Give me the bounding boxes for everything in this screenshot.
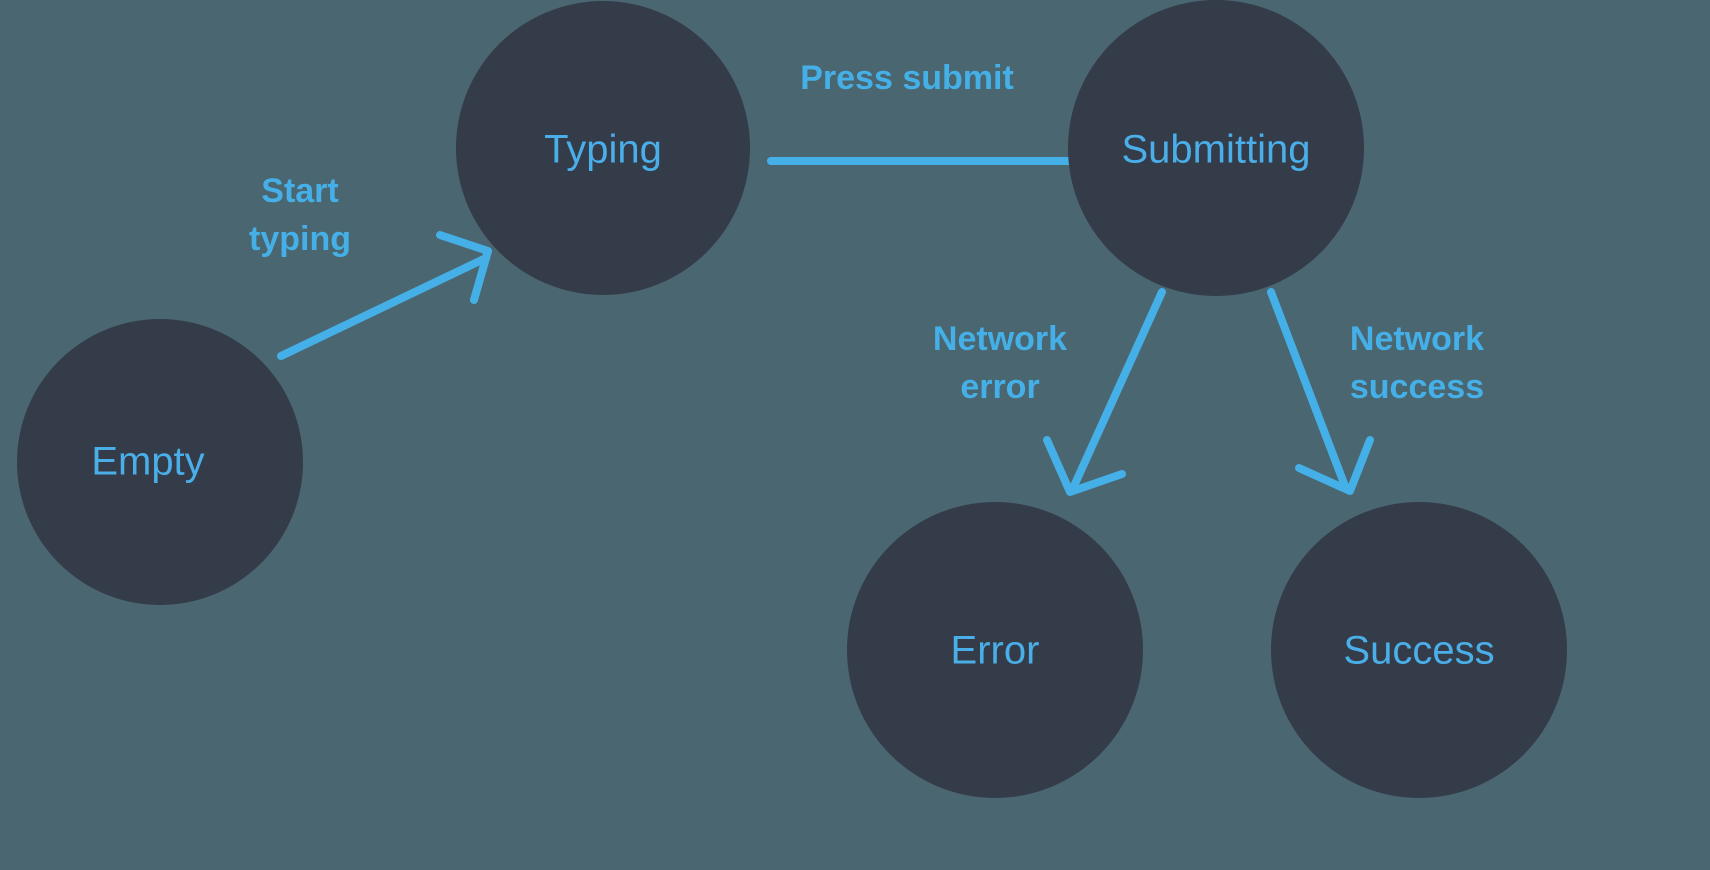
node-label-typing: Typing bbox=[544, 128, 662, 172]
edge-label-line: Network bbox=[933, 320, 1067, 358]
node-shape-typing[interactable] bbox=[456, 1, 750, 295]
node-empty[interactable]: Empty bbox=[17, 319, 303, 605]
edge-label-typing-to-submitting: Press submit bbox=[800, 59, 1014, 97]
edge-line-empty-to-typing bbox=[277, 254, 490, 360]
edge-label-line: Press submit bbox=[800, 59, 1014, 97]
node-submitting[interactable]: Submitting bbox=[1068, 0, 1364, 296]
edge-line-submitting-to-success bbox=[1267, 288, 1349, 490]
arrowhead-submitting-to-success bbox=[1295, 436, 1374, 495]
node-shape-submitting[interactable] bbox=[1068, 0, 1364, 296]
edge-label-line: success bbox=[1350, 368, 1484, 406]
node-shape-success[interactable] bbox=[1271, 502, 1567, 798]
arrowhead-empty-to-typing bbox=[436, 231, 492, 304]
edge-label-line: typing bbox=[249, 220, 351, 258]
edge-label-submitting-to-success: Network success bbox=[1350, 320, 1484, 406]
node-typing[interactable]: Typing bbox=[456, 1, 750, 295]
edge-label-line: Start bbox=[261, 172, 338, 210]
edge-submitting-to-error bbox=[1043, 288, 1166, 496]
edge-label-line: Network bbox=[1350, 320, 1484, 358]
edge-empty-to-typing bbox=[277, 231, 492, 360]
edge-submitting-to-success bbox=[1267, 288, 1374, 495]
node-label-submitting: Submitting bbox=[1122, 128, 1311, 172]
node-shape-error[interactable] bbox=[847, 502, 1143, 798]
node-error[interactable]: Error bbox=[847, 502, 1143, 798]
node-label-empty: Empty bbox=[91, 440, 204, 484]
arrowhead-submitting-to-error bbox=[1043, 436, 1126, 496]
edge-label-line: error bbox=[960, 368, 1039, 406]
node-label-error: Error bbox=[951, 629, 1040, 673]
node-label-success: Success bbox=[1343, 629, 1494, 673]
edge-label-submitting-to-error: Network error bbox=[933, 320, 1067, 406]
edge-line-submitting-to-error bbox=[1070, 288, 1166, 490]
edge-label-empty-to-typing: Start typing bbox=[249, 172, 351, 258]
node-shape-empty[interactable] bbox=[17, 319, 303, 605]
node-success[interactable]: Success bbox=[1271, 502, 1567, 798]
